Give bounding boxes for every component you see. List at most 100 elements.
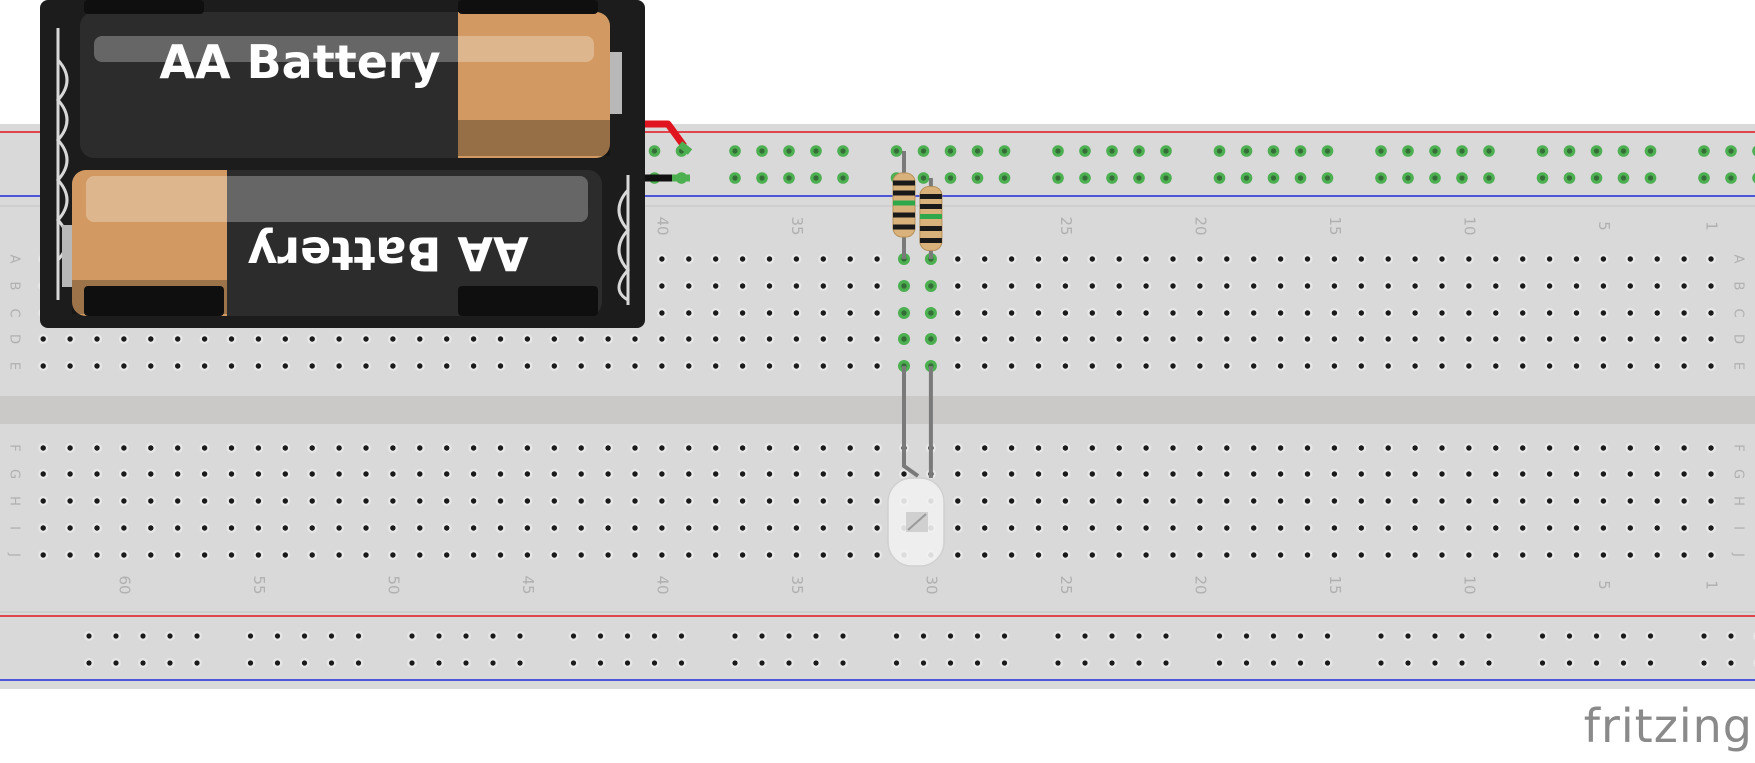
upper-terminal-hole-core <box>766 256 773 262</box>
upper-terminal-hole-core <box>1708 363 1714 369</box>
upper-terminal-hole-core <box>1170 283 1176 289</box>
top-rail-negative-hole-core <box>1486 175 1492 181</box>
upper-terminal-hole-core <box>1681 336 1687 342</box>
lower-terminal-hole-core <box>309 498 315 504</box>
bottom-rail-positive-hole-core <box>247 633 254 639</box>
lower-terminal-hole-core <box>444 445 450 451</box>
bottom-rail-negative-hole-core <box>1082 660 1088 666</box>
upper-terminal-hole-core <box>1197 363 1203 369</box>
upper-terminal-hole-core <box>1439 256 1445 262</box>
upper-terminal-hole-core <box>1681 310 1687 316</box>
lower-terminal-hole-core <box>255 445 262 451</box>
upper-terminal-hole-core <box>1224 310 1230 316</box>
lower-terminal-hole-core <box>766 471 773 477</box>
battery-clip-top-left <box>84 0 204 14</box>
lower-terminal-hole-core <box>955 445 961 451</box>
bottom-rail-negative-hole-core <box>167 660 173 666</box>
bottom-rail-negative-hole-core <box>1566 660 1573 666</box>
lower-terminal-hole-core <box>1681 498 1687 504</box>
led-die-mark <box>907 513 927 531</box>
lower-terminal-hole-core <box>686 552 692 558</box>
upper-terminal-hole-core <box>1035 363 1042 369</box>
lower-terminal-hole-core <box>201 471 208 477</box>
top-rail-positive-hole <box>998 145 1011 157</box>
top-rail-negative-hole <box>837 172 849 184</box>
lower-terminal-hole-core <box>201 445 208 451</box>
lower-terminal-hole-core <box>40 498 46 504</box>
lower-terminal-hole-core <box>1116 445 1122 451</box>
upper-terminal-hole-core <box>632 336 638 342</box>
upper-terminal-hole-core <box>874 363 880 369</box>
upper-terminal-hole-core <box>632 363 638 369</box>
top-rail-negative-hole-core <box>920 175 927 181</box>
resistor-band <box>919 194 942 199</box>
lower-terminal-hole-core <box>1385 471 1391 477</box>
battery-clip-bottom-right <box>458 286 598 316</box>
upper-terminal-hole-core <box>1277 363 1284 369</box>
lower-terminal-hole-core <box>659 471 665 477</box>
lower-terminal-hole-core <box>1627 525 1634 531</box>
upper-terminal-hole-core <box>713 336 719 342</box>
lower-terminal-hole-core <box>1412 471 1418 477</box>
top-rail-negative-hole <box>917 172 930 184</box>
top-rail-negative-hole <box>729 172 741 184</box>
lower-terminal-hole-core <box>605 498 611 504</box>
lower-terminal-hole-core <box>605 525 611 531</box>
upper-terminal-hole-core <box>1170 310 1176 316</box>
upper-terminal-hole-core <box>1224 336 1230 342</box>
lower-terminal-hole-core <box>1600 445 1607 451</box>
upper-terminal-hole-core <box>470 363 477 369</box>
lower-terminal-hole-core <box>67 498 73 504</box>
upper-terminal-hole-core <box>686 363 692 369</box>
top-rail-positive-hole <box>1321 145 1334 157</box>
lower-terminal-hole-core <box>1493 525 1499 531</box>
lower-terminal-hole-core <box>1251 471 1257 477</box>
lower-terminal-hole-core <box>148 525 154 531</box>
upper-terminal-hole-core <box>1520 283 1526 289</box>
top-rail-positive-hole <box>783 145 795 157</box>
lower-terminal-hole-core <box>336 471 342 477</box>
upper-terminal-hole-core <box>1089 336 1096 342</box>
top-rail-positive-hole <box>837 145 849 157</box>
bottom-rail-positive-hole-core <box>1297 633 1304 639</box>
upper-terminal-hole-core <box>1089 310 1096 316</box>
lower-terminal-hole-core <box>417 525 423 531</box>
lower-terminal-hole-core <box>282 525 288 531</box>
lower-terminal-hole-core <box>1546 445 1553 451</box>
battery-spring-right <box>617 175 631 305</box>
upper-terminal-hole-core <box>417 336 423 342</box>
upper-terminal-hole-core <box>1331 336 1338 342</box>
bottom-rail-negative-hole-core <box>247 660 254 666</box>
led-lead-anode <box>902 366 920 478</box>
lower-terminal-hole-core <box>1089 471 1096 477</box>
top-rail-positive-hole-core <box>1405 148 1411 154</box>
lower-terminal-hole-core <box>1035 471 1042 477</box>
bottom-rail-positive-hole-core <box>651 633 658 639</box>
resistor-band <box>919 204 942 209</box>
upper-terminal-hole-core <box>1412 256 1418 262</box>
top-rail-negative-hole-core <box>1566 175 1573 181</box>
lower-terminal-hole-core <box>1277 525 1284 531</box>
lower-terminal-hole-core <box>1304 525 1311 531</box>
upper-terminal-hole-core <box>1062 310 1069 316</box>
bottom-rail-positive-hole-core <box>1405 633 1411 639</box>
upper-terminal-hole-core <box>1600 256 1607 262</box>
lower-terminal-hole-core <box>282 445 288 451</box>
upper-terminal-hole-core <box>255 363 262 369</box>
upper-terminal-hole-core <box>1331 283 1338 289</box>
top-rail-positive-hole <box>1590 145 1603 157</box>
top-rail-negative-hole <box>1079 172 1091 184</box>
top-rail-positive-hole-core <box>732 148 738 154</box>
upper-terminal-hole-core <box>820 336 826 342</box>
lower-terminal-hole-core <box>1573 552 1580 558</box>
lower-terminal-hole-core <box>874 552 880 558</box>
lower-terminal-hole-core <box>551 445 557 451</box>
upper-terminal-hole-core <box>1708 310 1714 316</box>
upper-terminal-hole-core <box>1358 336 1365 342</box>
upper-terminal-hole-core <box>1466 256 1472 262</box>
lower-terminal-hole-core <box>874 525 880 531</box>
upper-terminal-hole-core <box>1116 310 1122 316</box>
bottom-rail-negative-hole-core <box>759 660 765 666</box>
lower-terminal-hole-core <box>1062 471 1069 477</box>
lower-terminal-hole-core <box>309 445 315 451</box>
